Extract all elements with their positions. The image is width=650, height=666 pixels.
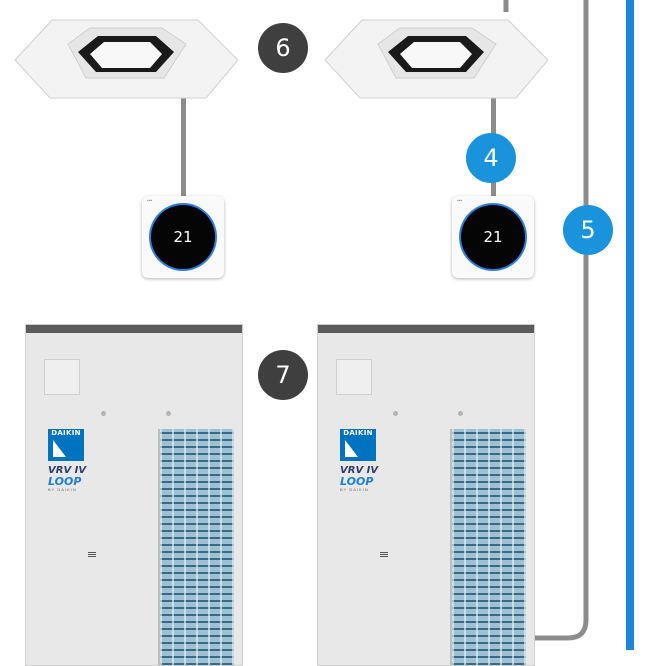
thermostat-icon: ▪▪▪ 21 xyxy=(142,196,224,278)
daikin-logo: DAIKIN xyxy=(48,429,84,461)
ceiling-cassette-icon xyxy=(324,19,549,99)
thermostat-dial: 21 xyxy=(461,205,525,269)
model-label: VRV IV xyxy=(48,465,87,476)
callout-badge-5: 5 xyxy=(563,205,613,255)
unit-service-panel xyxy=(44,359,80,395)
thermostat-brand-mark: ▪▪▪ xyxy=(457,198,463,204)
screw xyxy=(101,411,106,416)
ceiling-cassette-icon xyxy=(14,19,239,99)
thermostat-icon: ▪▪▪ 21 xyxy=(452,196,534,278)
byline-label: BY DAIKIN xyxy=(48,487,77,492)
series-label: LOOP xyxy=(340,475,374,488)
screw xyxy=(166,411,171,416)
daikin-logo: DAIKIN xyxy=(340,429,376,461)
model-label: VRV IV xyxy=(340,465,379,476)
callout-badge-7: 7 xyxy=(258,350,308,400)
outdoor-unit-icon: DAIKIN VRV IV LOOP BY DAIKIN xyxy=(25,324,243,666)
thermostat-temperature: 21 xyxy=(483,228,503,246)
screw xyxy=(393,411,398,416)
pipe-cassette1-thermostat1 xyxy=(181,86,186,198)
thermostat-temperature: 21 xyxy=(173,228,193,246)
vent-slot xyxy=(88,551,96,557)
thermostat-dial: 21 xyxy=(151,205,215,269)
fan-grille xyxy=(450,429,526,665)
unit-service-panel xyxy=(336,359,372,395)
vent-slot xyxy=(380,551,388,557)
outdoor-unit-icon: DAIKIN VRV IV LOOP BY DAIKIN xyxy=(317,324,535,666)
thermostat-brand-mark: ▪▪▪ xyxy=(147,198,153,204)
series-label: LOOP xyxy=(48,475,82,488)
callout-badge-4: 4 xyxy=(466,133,516,183)
screw xyxy=(458,411,463,416)
fan-grille xyxy=(158,429,234,665)
unit-top-strip xyxy=(318,325,534,333)
byline-label: BY DAIKIN xyxy=(340,487,369,492)
unit-top-strip xyxy=(26,325,242,333)
callout-badge-6: 6 xyxy=(258,23,308,73)
blue-connection-line xyxy=(626,0,634,650)
pipe-network xyxy=(503,0,589,641)
